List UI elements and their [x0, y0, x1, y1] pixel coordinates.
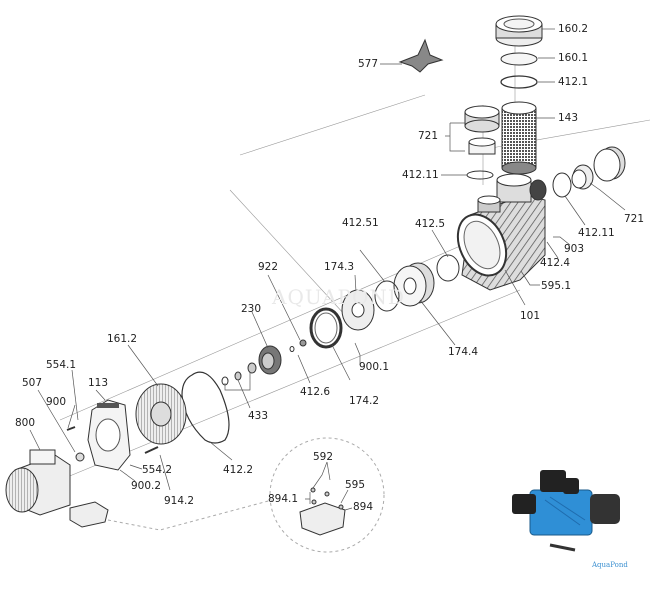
label-894: 894	[353, 501, 374, 513]
part-800-motor	[5, 449, 71, 516]
part-174-4-diffuser	[393, 262, 435, 307]
photo-brand-text: AquaPond	[592, 561, 628, 569]
part-433-mechanical-seal	[221, 362, 257, 386]
label-412-51: 412.51	[342, 217, 379, 229]
label-174-2: 174.2	[349, 395, 380, 407]
part-914-2-screw	[144, 446, 159, 454]
part-412-11-oring-top	[466, 170, 494, 180]
label-554-2: 554.2	[142, 464, 173, 476]
part-174-3-wear-plate	[341, 289, 375, 331]
part-900-screw	[66, 426, 76, 431]
label-721-side: 721	[624, 213, 645, 225]
part-412-5-oring	[436, 254, 460, 282]
label-160-2: 160.2	[558, 23, 589, 35]
label-143: 143	[558, 112, 579, 124]
leader-lines	[29, 28, 626, 511]
label-900: 900	[46, 396, 67, 408]
label-412-11-side: 412.11	[578, 227, 615, 239]
part-412-51-oring	[374, 280, 400, 312]
part-143-strainer-basket	[501, 101, 537, 175]
part-721-union-nut-top	[464, 105, 500, 155]
label-577: 577	[358, 58, 379, 70]
part-721-union-nut-side	[571, 146, 626, 190]
label-914-2: 914.2	[164, 495, 195, 507]
product-photo-pump	[512, 470, 620, 552]
label-412-1: 412.1	[558, 76, 589, 88]
part-160-1-lid	[500, 52, 538, 66]
label-894-1: 894.1	[268, 493, 299, 505]
part-113-motor-bracket	[87, 399, 131, 471]
label-900-2: 900.2	[131, 480, 162, 492]
label-230: 230	[241, 303, 262, 315]
label-412-5: 412.5	[415, 218, 446, 230]
label-433: 433	[248, 410, 269, 422]
label-412-6: 412.6	[300, 386, 331, 398]
label-595: 595	[345, 479, 366, 491]
label-174-3: 174.3	[324, 261, 355, 273]
label-922: 922	[258, 261, 279, 273]
part-160-2-lid-ring	[495, 15, 543, 47]
label-174-4: 174.4	[448, 346, 479, 358]
part-922-nut	[299, 339, 307, 347]
part-412-2-oring	[181, 371, 230, 444]
part-412-6-oring	[289, 346, 295, 352]
part-507-slinger	[75, 452, 85, 462]
label-721-top: 721	[418, 130, 439, 142]
label-113: 113	[88, 377, 109, 389]
label-101: 101	[520, 310, 541, 322]
label-161-2: 161.2	[107, 333, 138, 345]
label-903: 903	[564, 243, 585, 255]
label-554-1: 554.1	[46, 359, 77, 371]
label-595-1: 595.1	[541, 280, 572, 292]
detail-circle-foot	[269, 437, 385, 553]
label-412-11-top: 412.11	[402, 169, 439, 181]
watermark: AQUAPOND	[272, 285, 405, 309]
part-894-pump-foot	[69, 501, 109, 528]
label-507: 507	[22, 377, 43, 389]
label-800: 800	[15, 417, 36, 429]
label-160-1: 160.1	[558, 52, 589, 64]
part-230-impeller	[258, 345, 282, 375]
label-900-1: 900.1	[359, 361, 390, 373]
part-412-1-oring	[500, 75, 538, 89]
label-592: 592	[313, 451, 334, 463]
label-412-4: 412.4	[540, 257, 571, 269]
part-161-2-lantern	[135, 383, 187, 445]
part-101-pump-housing	[456, 173, 547, 291]
part-577-lid-key	[398, 38, 444, 73]
part-174-2-seal-housing	[309, 307, 343, 349]
part-412-11-oring-side	[552, 172, 572, 198]
label-412-2: 412.2	[223, 464, 254, 476]
